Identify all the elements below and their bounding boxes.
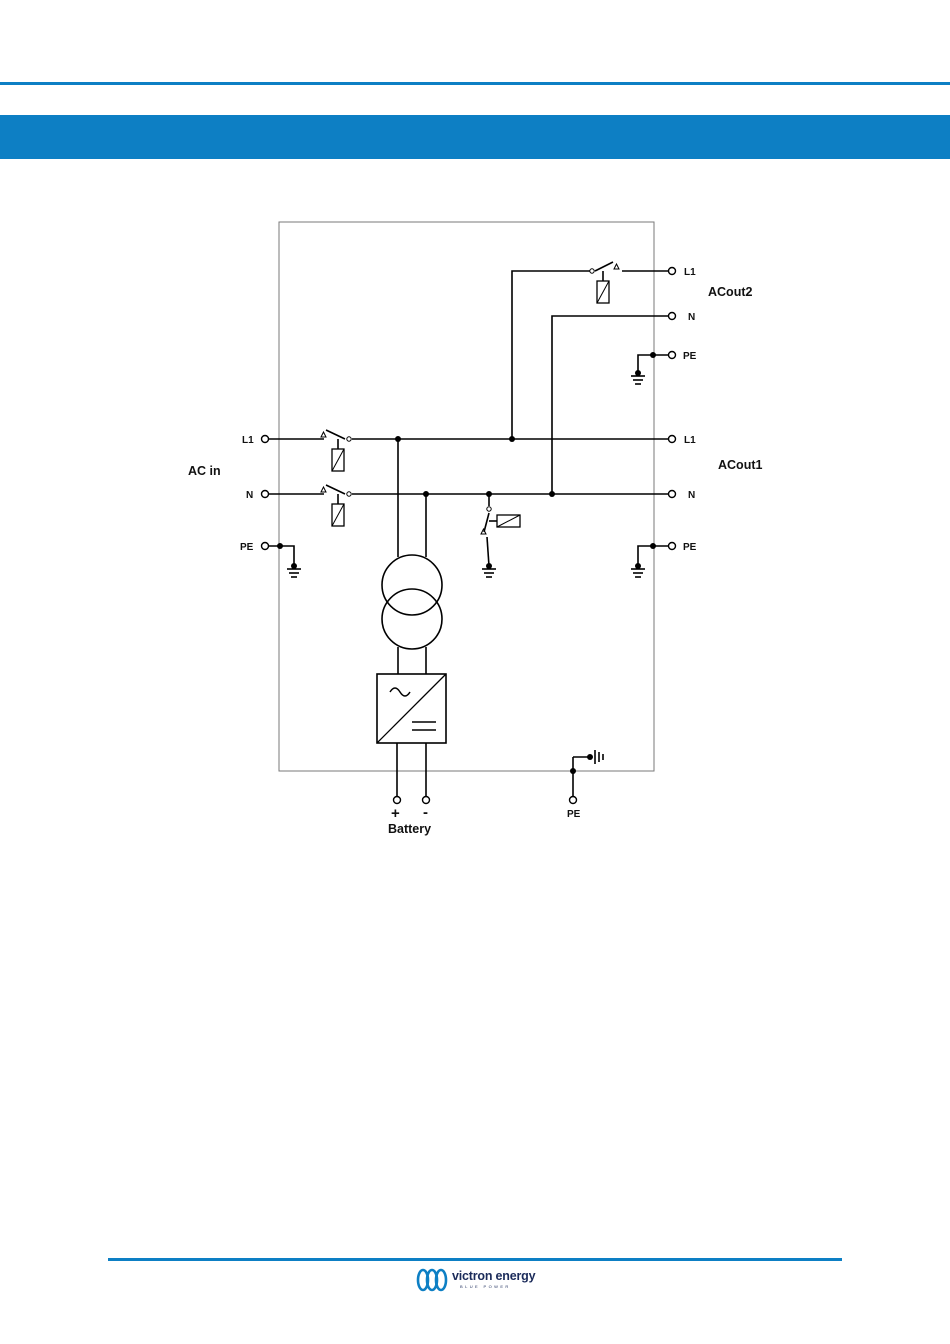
acout2-group-label: ACout2 bbox=[708, 285, 752, 299]
acout2-contact-marker bbox=[614, 264, 619, 269]
acout2-n-label: N bbox=[688, 312, 695, 323]
acout1-group-label: ACout1 bbox=[718, 458, 762, 472]
acin-n-switch-blade bbox=[326, 485, 345, 494]
battery-plus-terminal bbox=[394, 797, 401, 804]
battery-group-label: Battery bbox=[388, 822, 431, 836]
junction-dot bbox=[509, 436, 515, 442]
acout2-switch-blade bbox=[595, 262, 613, 271]
logo-wordmark: victron energy bbox=[452, 1269, 535, 1283]
junction-dot bbox=[650, 543, 656, 549]
junction-dot bbox=[486, 563, 492, 569]
junction-dot bbox=[277, 543, 283, 549]
acout2-l1-label: L1 bbox=[684, 267, 696, 278]
acin-group-label: AC in bbox=[188, 464, 221, 478]
acout1-pe-label: PE bbox=[683, 542, 697, 553]
acout2-pe-terminal bbox=[669, 352, 676, 359]
battery-minus-terminal bbox=[423, 797, 430, 804]
acin-l1-terminal bbox=[262, 436, 269, 443]
junction-dot bbox=[635, 370, 641, 376]
ground-relay-blade bbox=[484, 513, 489, 532]
acout2-switch-contact bbox=[590, 269, 594, 273]
chassis-pe-terminal bbox=[570, 797, 577, 804]
acout1-pe-terminal bbox=[669, 543, 676, 550]
battery-minus-label: - bbox=[423, 804, 428, 821]
junction-dot bbox=[395, 436, 401, 442]
inverter-enclosure bbox=[279, 222, 654, 771]
acout1-n-label: N bbox=[688, 490, 695, 501]
acout2-l1-branch bbox=[512, 271, 590, 439]
ground-relay-contact bbox=[487, 507, 491, 511]
acout1-n-terminal bbox=[669, 491, 676, 498]
junction-dot bbox=[423, 491, 429, 497]
acin-pe-label: PE bbox=[240, 542, 254, 553]
acin-pe-terminal bbox=[262, 543, 269, 550]
acin-l1-switch-contact bbox=[347, 437, 351, 441]
acout2-n-terminal bbox=[669, 313, 676, 320]
acin-pe-wire bbox=[268, 546, 294, 566]
junction-dot bbox=[291, 563, 297, 569]
junction-dot bbox=[635, 563, 641, 569]
victron-logo-icon bbox=[414, 1266, 450, 1294]
acout2-n-branch bbox=[552, 316, 669, 494]
transformer-secondary-coil bbox=[382, 589, 442, 649]
acin-n-switch-contact bbox=[347, 492, 351, 496]
chassis-pe-label: PE bbox=[567, 809, 581, 820]
acin-l1-contact-marker bbox=[321, 432, 326, 437]
footer-rule bbox=[108, 1258, 842, 1261]
acin-n-contact-marker bbox=[321, 487, 326, 492]
victron-logo: victron energy BLUE POWER bbox=[414, 1266, 544, 1300]
acout2-pe-label: PE bbox=[683, 351, 697, 362]
battery-plus-label: + bbox=[391, 805, 400, 822]
acin-n-label: N bbox=[246, 490, 253, 501]
junction-dot bbox=[549, 491, 555, 497]
junction-dot bbox=[570, 768, 576, 774]
junction-dot bbox=[650, 352, 656, 358]
acout1-l1-label: L1 bbox=[684, 435, 696, 446]
ac-sine-symbol bbox=[390, 688, 410, 696]
acout2-l1-terminal bbox=[669, 268, 676, 275]
acout1-l1-terminal bbox=[669, 436, 676, 443]
acin-n-terminal bbox=[262, 491, 269, 498]
acin-l1-label: L1 bbox=[242, 435, 254, 446]
junction-dot bbox=[587, 754, 593, 760]
logo-tagline: BLUE POWER bbox=[460, 1284, 511, 1289]
transformer-primary-coil bbox=[382, 555, 442, 615]
acin-l1-switch-blade bbox=[326, 430, 345, 439]
junction-dot bbox=[486, 491, 492, 497]
